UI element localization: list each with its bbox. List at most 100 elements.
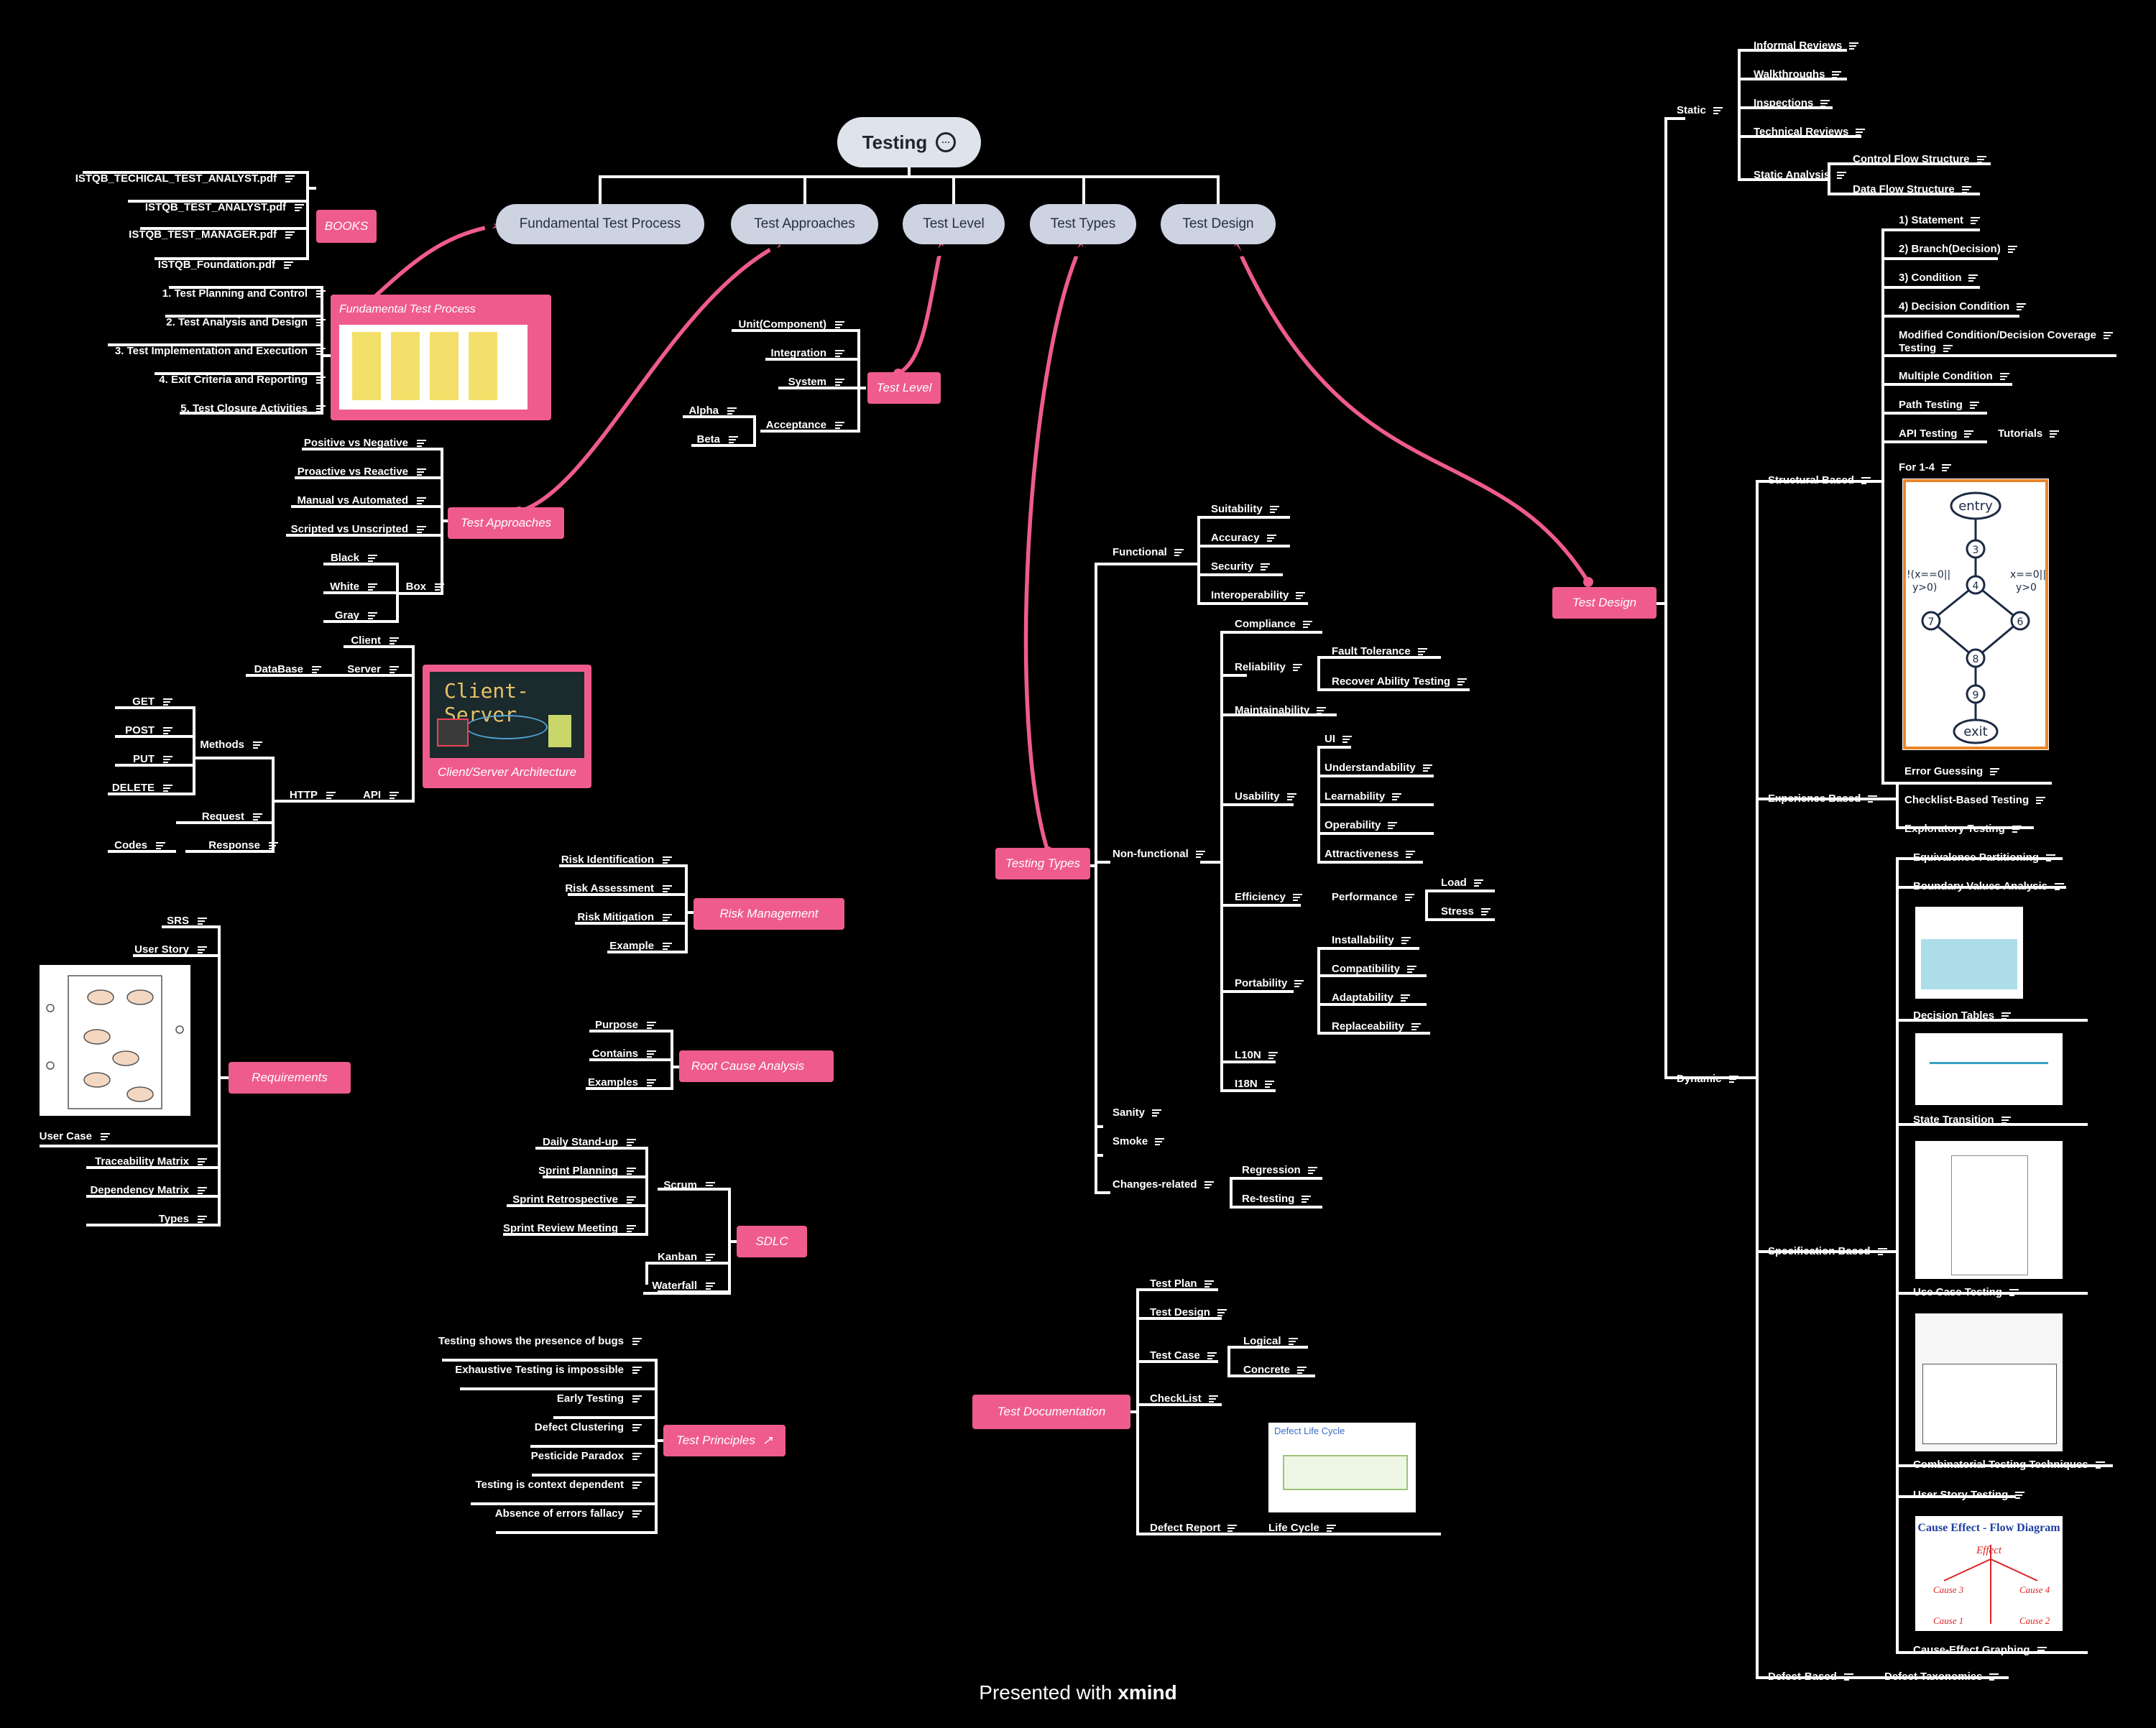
notes-icon[interactable]: [1481, 908, 1491, 916]
topic-test_design-specification-4[interactable]: State Transition: [1913, 1114, 1994, 1126]
notes-icon[interactable]: [1217, 1309, 1227, 1317]
topic-documentation-6[interactable]: Defect Report: [1150, 1522, 1221, 1534]
topic-principles-4[interactable]: Pesticide Paradox: [530, 1450, 624, 1462]
topic-test_design-dynamic[interactable]: Dynamic: [1677, 1073, 1722, 1085]
notes-icon[interactable]: [312, 666, 321, 674]
notes-icon[interactable]: [663, 856, 672, 864]
notes-icon[interactable]: [295, 204, 304, 212]
topic-test_design-specification-8[interactable]: Cause-Effect Graphing: [1913, 1644, 2030, 1656]
topic-test_design-static-7[interactable]: Data Flow Structure: [1853, 183, 1955, 195]
topic-testing_types-18[interactable]: Performance: [1332, 891, 1398, 903]
notes-icon[interactable]: [1401, 937, 1411, 945]
notes-icon[interactable]: [627, 1196, 636, 1204]
topic-testing_types-12[interactable]: UI: [1325, 733, 1335, 745]
notes-icon[interactable]: [1405, 894, 1414, 902]
notes-icon[interactable]: [1293, 894, 1302, 902]
notes-icon[interactable]: [1302, 1196, 1311, 1203]
testing-types-topic[interactable]: Testing Types: [995, 848, 1090, 879]
notes-icon[interactable]: [269, 842, 278, 850]
test-principles-topic[interactable]: Test Principles↗: [663, 1425, 786, 1456]
topic-test_design-structural-0[interactable]: Structural Based: [1768, 474, 1855, 486]
topic-sdlc-1[interactable]: Sprint Planning: [538, 1165, 618, 1177]
requirements-topic[interactable]: Requirements: [229, 1062, 351, 1094]
topic-testing_types-26[interactable]: L10N: [1235, 1049, 1261, 1061]
topic-requirements-4[interactable]: Dependency Matrix: [90, 1184, 189, 1196]
topic-risk-0[interactable]: Risk Identification: [561, 854, 654, 866]
notes-icon[interactable]: [647, 1022, 656, 1030]
notes-icon[interactable]: [647, 1079, 656, 1087]
notes-icon[interactable]: [1196, 851, 1205, 859]
topic-ftp_steps-3[interactable]: 4. Exit Criteria and Reporting: [159, 374, 308, 386]
notes-icon[interactable]: [1861, 477, 1871, 485]
notes-icon[interactable]: [1977, 156, 1986, 164]
topic-client_server-5[interactable]: Methods: [200, 739, 244, 751]
notes-icon[interactable]: [1474, 879, 1483, 887]
topic-test_design-structural-8[interactable]: Path Testing: [1899, 399, 1963, 411]
topic-ftp_steps-2[interactable]: 3. Test Implementation and Execution: [114, 345, 308, 357]
topic-testing_types-10[interactable]: Maintainability: [1235, 704, 1310, 716]
notes-icon[interactable]: [835, 350, 844, 358]
topic-test_design-specification-7[interactable]: User Story Testing: [1913, 1489, 2009, 1501]
notes-icon[interactable]: [1964, 430, 1973, 438]
notes-icon[interactable]: [1729, 1076, 1738, 1084]
topic-testing_types-27[interactable]: I18N: [1235, 1078, 1258, 1090]
notes-icon[interactable]: [1174, 549, 1184, 557]
notes-icon[interactable]: [1868, 795, 1877, 803]
notes-icon[interactable]: [627, 1225, 636, 1233]
notes-icon[interactable]: [368, 583, 377, 591]
notes-icon[interactable]: [285, 175, 295, 183]
notes-icon[interactable]: [326, 792, 336, 800]
topic-testing_types-4[interactable]: Interoperability: [1211, 589, 1289, 601]
topic-test_design-static-3[interactable]: Inspections: [1754, 97, 1814, 109]
topic-documentation-7[interactable]: Life Cycle: [1268, 1522, 1319, 1534]
notes-icon[interactable]: [2008, 246, 2017, 254]
topic-books-0[interactable]: ISTQB_TECHICAL_TEST_ANALYST.pdf: [75, 172, 277, 185]
notes-icon[interactable]: [2012, 826, 2022, 833]
topic-requirements-2[interactable]: User Case: [39, 1130, 92, 1142]
notes-icon[interactable]: [368, 555, 377, 563]
notes-icon[interactable]: [2037, 1647, 2047, 1655]
topic-approaches-2[interactable]: Manual vs Automated: [297, 494, 408, 507]
topic-documentation-5[interactable]: CheckList: [1150, 1392, 1202, 1405]
notes-icon[interactable]: [316, 376, 326, 384]
topic-testing_types-6[interactable]: Compliance: [1235, 618, 1296, 630]
notes-icon[interactable]: [316, 290, 326, 298]
topic-testing_types-30[interactable]: Changes-related: [1112, 1178, 1197, 1191]
topic-ftp_steps-0[interactable]: 1. Test Planning and Control: [162, 287, 308, 300]
topic-testing_types-11[interactable]: Usability: [1235, 790, 1280, 803]
notes-icon[interactable]: [163, 756, 172, 764]
notes-icon[interactable]: [1878, 1248, 1887, 1256]
topic-test_design-structural-3[interactable]: 3) Condition: [1899, 272, 1962, 284]
notes-icon[interactable]: [1970, 402, 1979, 410]
notes-icon[interactable]: [1849, 42, 1858, 50]
topic-principles-6[interactable]: Absence of errors fallacy: [494, 1507, 624, 1520]
topic-testing_types-9[interactable]: Recover Ability Testing: [1332, 675, 1451, 688]
topic-rca-2[interactable]: Examples: [587, 1076, 638, 1089]
topic-test_design-structural-4[interactable]: 4) Decision Condition: [1899, 300, 2010, 313]
topic-testing_types-22[interactable]: Installability: [1332, 934, 1394, 946]
notes-icon[interactable]: [2046, 854, 2055, 862]
notes-icon[interactable]: [647, 1050, 656, 1058]
notes-icon[interactable]: [2017, 303, 2026, 311]
topic-principles-3[interactable]: Defect Clustering: [534, 1421, 624, 1433]
notes-icon[interactable]: [1713, 107, 1723, 115]
notes-icon[interactable]: [835, 379, 844, 387]
topic-client_server-2[interactable]: DataBase: [254, 663, 303, 675]
topic-test_design-specification-3[interactable]: Decision Tables: [1913, 1009, 1995, 1022]
root-cause-analysis-topic[interactable]: Root Cause Analysis: [679, 1050, 834, 1082]
topic-test_design-specification-0[interactable]: Specification Based: [1768, 1245, 1871, 1257]
topic-testing_types-3[interactable]: Security: [1211, 560, 1254, 573]
more-icon[interactable]: ···: [936, 132, 957, 152]
topic-client_server-4[interactable]: HTTP: [289, 789, 318, 801]
notes-icon[interactable]: [1204, 1181, 1214, 1189]
topic-test_design-experience-0[interactable]: Experience Based: [1768, 793, 1861, 805]
notes-icon[interactable]: [1327, 1525, 1336, 1533]
notes-icon[interactable]: [706, 1182, 715, 1190]
test-level-topic[interactable]: Test Level: [867, 372, 941, 404]
topic-test_design-static-6[interactable]: Control Flow Structure: [1853, 153, 1970, 165]
topic-documentation-0[interactable]: Test Plan: [1150, 1277, 1197, 1290]
topic-approaches-5[interactable]: White: [330, 581, 359, 593]
topic-test_design-experience-2[interactable]: Checklist-Based Testing: [1904, 794, 2030, 806]
topic-principles-5[interactable]: Testing is context dependent: [475, 1479, 624, 1491]
notes-icon[interactable]: [1207, 1352, 1217, 1360]
